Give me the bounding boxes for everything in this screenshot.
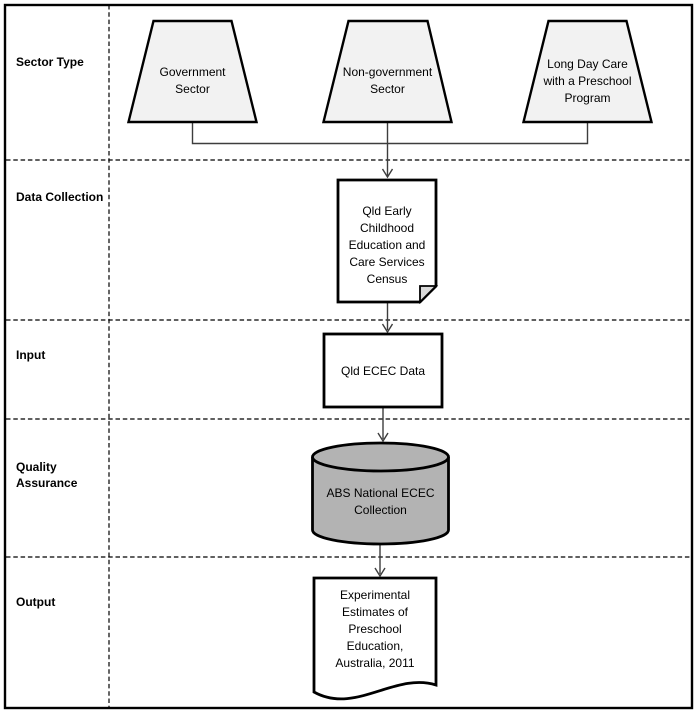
- cylinder-abs-collection-body: [311, 457, 450, 546]
- node-label-long-day-care: Long Day Care with a Preschool Program: [543, 57, 632, 105]
- trapezoid-non-government-sector: [321, 19, 454, 124]
- node-label-non-government-sector: Non-government Sector: [342, 65, 433, 96]
- outer-border: [3, 3, 694, 710]
- document-experimental-estimates: [312, 576, 438, 701]
- arrowhead-census-to-data: [381, 323, 394, 334]
- node-label-government-sector: Government Sector: [159, 65, 226, 96]
- lane-label-output: Output: [16, 595, 56, 609]
- arrowhead-data-to-collection: [377, 432, 389, 443]
- lane-label-input: Input: [16, 348, 46, 362]
- arrowhead-sectors-to-census: [381, 168, 394, 179]
- lane-label-data-collection: Data Collection: [16, 190, 104, 204]
- rectangle-qld-ecec-data: [322, 332, 444, 409]
- trapezoid-government-sector: [126, 19, 259, 124]
- lane-label-quality-assurance: Quality Assurance: [16, 460, 78, 490]
- node-label-abs-collection: ABS National ECEC Collection: [326, 486, 435, 517]
- node-label-census: Qld Early Childhood Education and Care S…: [348, 204, 426, 286]
- connector-sector-merge: [191, 122, 589, 145]
- cylinder-abs-collection-top: [311, 441, 450, 473]
- document-census-folded-corner: [419, 285, 439, 305]
- trapezoid-long-day-care: [521, 19, 654, 124]
- node-label-experimental-estimates: Experimental Estimates of Preschool Educ…: [335, 588, 415, 670]
- lane-label-sector-type: Sector Type: [16, 55, 84, 69]
- node-label-qld-ecec-data: Qld ECEC Data: [340, 364, 426, 378]
- arrowhead-collection-to-output: [374, 567, 386, 578]
